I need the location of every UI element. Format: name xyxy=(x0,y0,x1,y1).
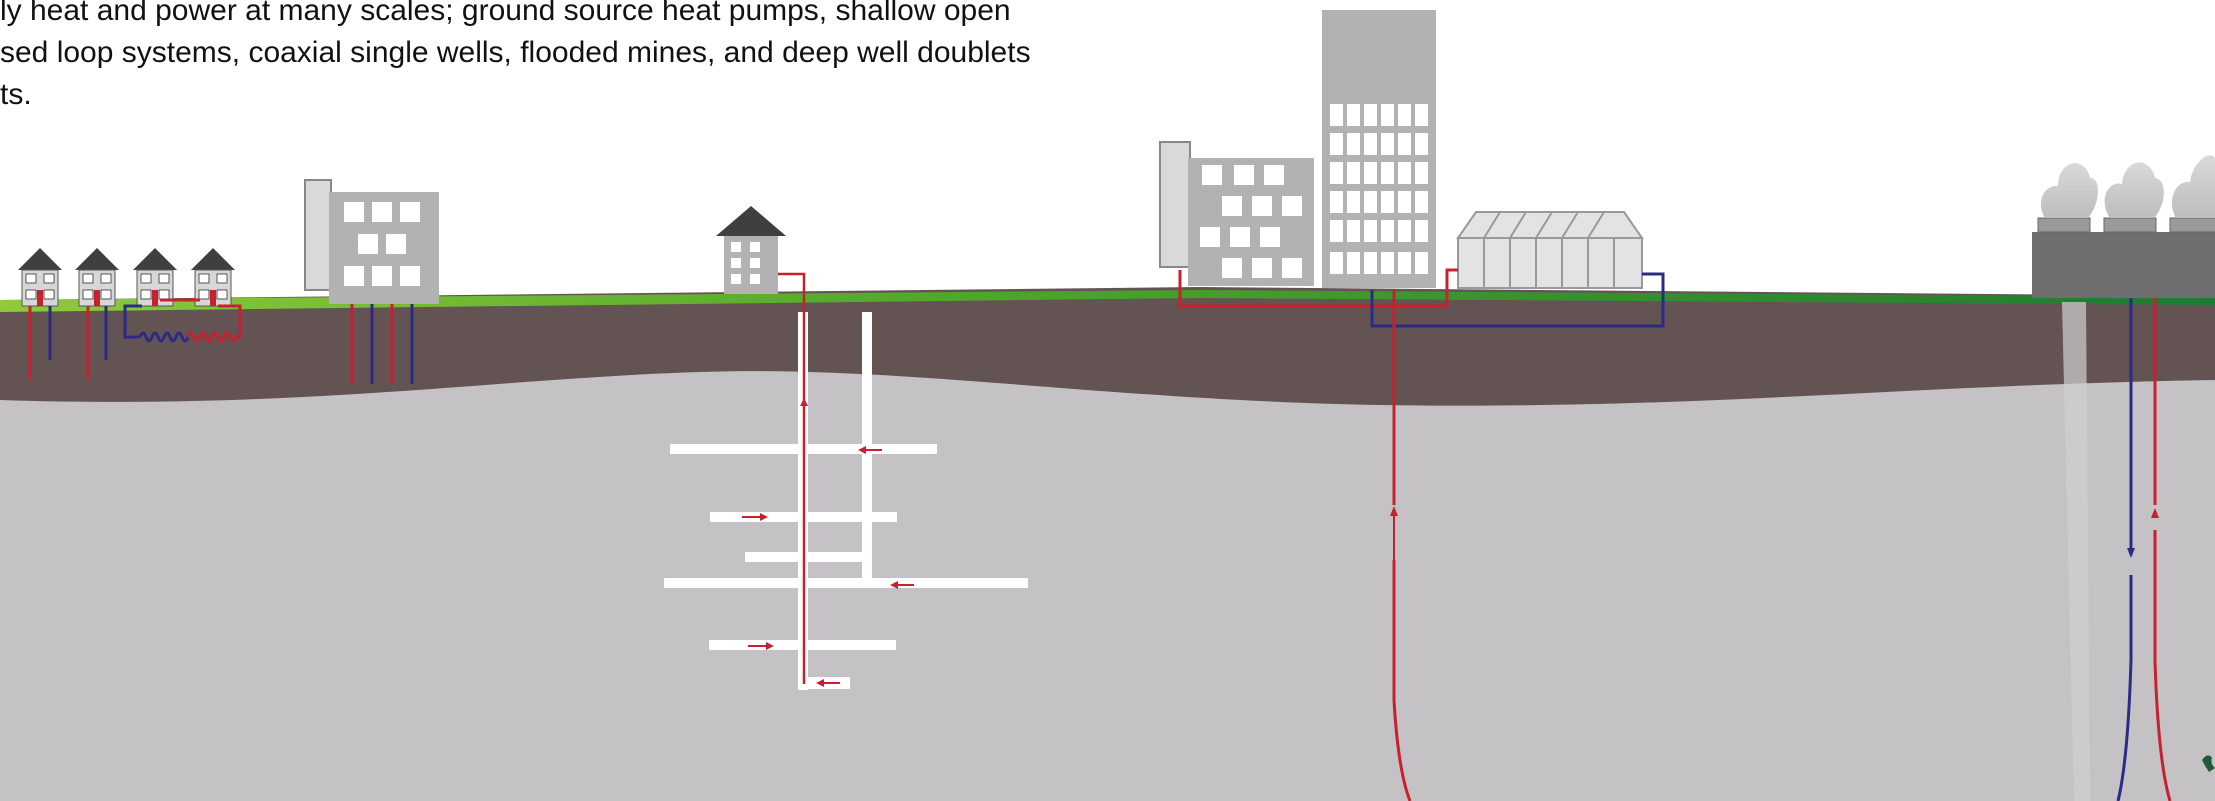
greenhouse xyxy=(1456,211,1644,289)
caption: ly heat and power at many scales; ground… xyxy=(0,0,1200,116)
upflow-arrow xyxy=(1390,506,1398,560)
doublet-wells xyxy=(2116,298,2172,801)
house-icon xyxy=(191,248,235,307)
power-plant-building xyxy=(2032,232,2215,298)
mine-flow-pipes xyxy=(778,272,806,684)
house-icon xyxy=(133,248,177,307)
flooded-mine xyxy=(664,206,1028,690)
house-icon xyxy=(75,248,119,307)
tree-icon xyxy=(2202,755,2215,772)
grass-surface xyxy=(0,290,2215,312)
power-plant-deep-doublet xyxy=(2032,155,2215,801)
reservoir-fracture-zone xyxy=(2062,302,2090,801)
city-block-coaxial-well xyxy=(1159,10,1665,801)
mine-house-roof xyxy=(716,206,786,236)
houses-ground-source-heat-pumps xyxy=(18,248,242,380)
caption-line-3: ts. xyxy=(0,78,32,111)
topsoil-layer xyxy=(0,287,2215,406)
steam-plumes xyxy=(2040,155,2215,218)
doublet-arrows xyxy=(2127,505,2159,558)
caption-line-1: ly heat and power at many scales; ground… xyxy=(0,0,1011,27)
office-building-open-loop xyxy=(304,179,439,384)
vertical-loop-pipes xyxy=(28,306,108,380)
horizontal-slinky-loop xyxy=(123,298,242,343)
house-icon xyxy=(18,248,62,307)
district-pipes xyxy=(1178,268,1665,801)
caption-line-2: sed loop systems, coaxial single wells, … xyxy=(0,36,1031,69)
flow-arrows xyxy=(742,398,914,687)
